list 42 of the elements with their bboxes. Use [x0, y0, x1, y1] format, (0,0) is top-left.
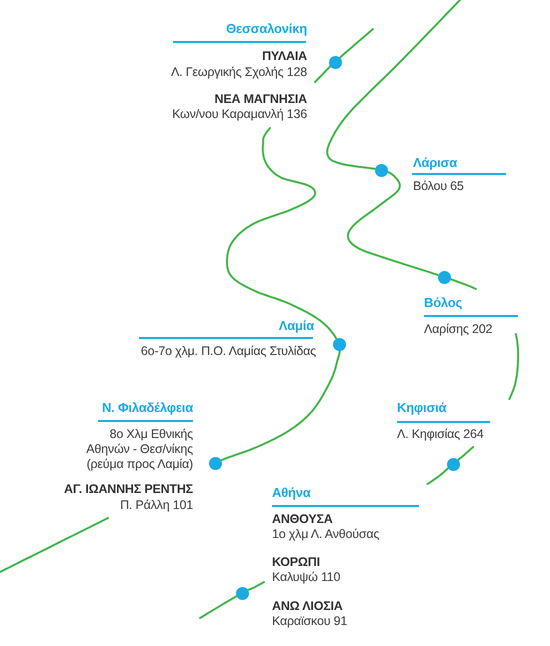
- address-text: Βόλου 65: [413, 179, 464, 194]
- route-line: [314, 65, 332, 83]
- address-text: 8ο Χλμ Εθνικής Αθηνών - Θεσ/νίκης (ρεύμα προς Λαμία): [85, 427, 193, 472]
- route-line: [220, 350, 341, 462]
- location-dot: [208, 456, 222, 470]
- address-text: Λ. Κηφισίας 264: [397, 427, 484, 442]
- route-line: [326, 0, 461, 170]
- route-line: [246, 581, 265, 592]
- location-dot: [332, 338, 346, 350]
- branch-name: ΝΕΑ ΜΑΓΝΗΣΙΑ: [214, 92, 307, 107]
- city-heading: Θεσσαλονίκη: [226, 21, 307, 36]
- city-heading: Κηφισιά: [397, 400, 446, 415]
- location-dot: [374, 164, 388, 176]
- route-line: [226, 127, 337, 340]
- branch-name: ΑΓ. ΙΩΑΝΝΗΣ ΡΕΝΤΗΣ: [64, 482, 193, 497]
- branch-name: ΑΝΘΟΥΣΑ: [272, 512, 333, 527]
- location-dot: [236, 586, 248, 600]
- city-heading: Βόλος: [424, 295, 462, 310]
- branch-name: ΑΝΩ ΛΙΟΣΙΑ: [272, 599, 343, 614]
- route-line: [457, 446, 474, 461]
- city-heading: Λαμία: [278, 318, 314, 333]
- address-text: Καραϊσκου 91: [272, 614, 348, 629]
- city-heading: Αθήνα: [272, 485, 311, 500]
- address-text: Λαρίσης 202: [424, 322, 492, 337]
- address-text: Π. Ράλλη 101: [120, 498, 193, 513]
- address-text: Λ. Γεωργικής Σχολής 128: [171, 65, 307, 80]
- city-heading: Λάρισα: [413, 155, 458, 170]
- route-line: [338, 28, 374, 59]
- address-text: Κων/νου Καραμανλή 136: [172, 107, 307, 122]
- location-dot: [446, 458, 460, 470]
- location-dot: [328, 56, 342, 68]
- address-text: 6ο-7ο χλμ. Π.Ο. Λαμίας Στυλίδας: [140, 344, 316, 359]
- branch-name: ΠΥΛΑΙΑ: [262, 49, 307, 64]
- route-line: [449, 278, 477, 290]
- address-text: 1ο χλμ Λ. Ανθούσας: [272, 527, 380, 542]
- location-dot: [438, 270, 450, 284]
- route-line: [426, 467, 450, 485]
- branch-name: ΚΟΡΩΠΙ: [272, 555, 320, 570]
- address-text: Καλυψώ 110: [272, 570, 340, 585]
- city-heading: Ν. Φιλαδέλφεια: [102, 400, 193, 415]
- route-line: [199, 595, 238, 619]
- route-line: [346, 170, 439, 276]
